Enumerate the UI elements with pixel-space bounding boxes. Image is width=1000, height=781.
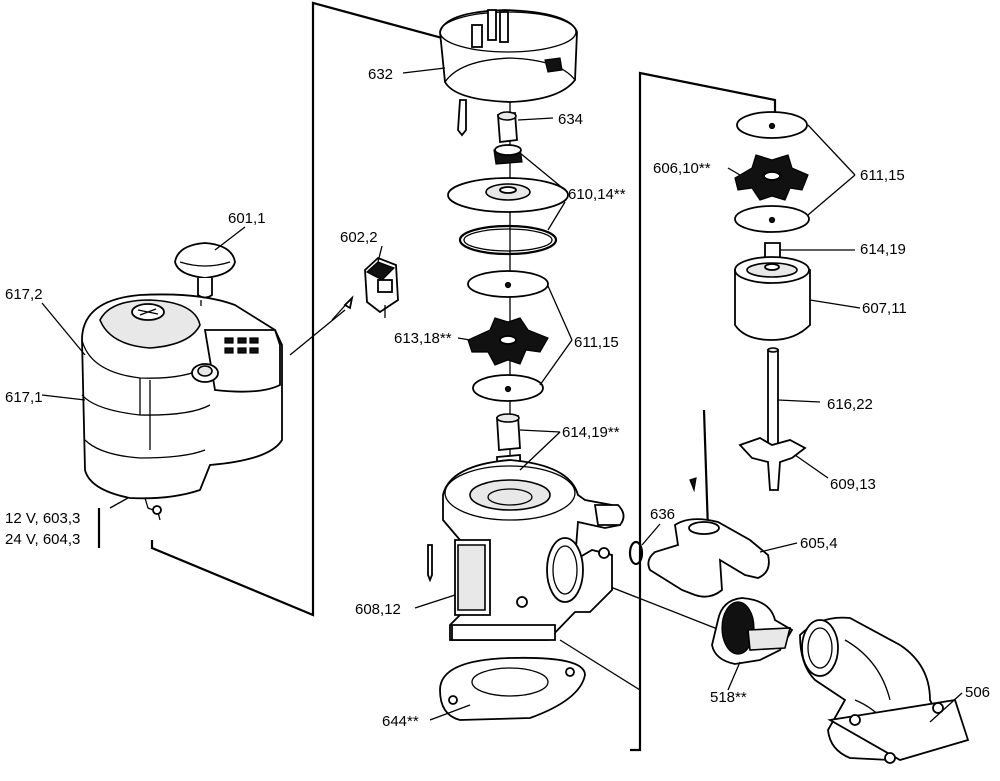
part-labels: 632 634 610,14** 601,1 602,2 617,2 617,1…	[5, 66, 990, 730]
label-607-11: 607,11	[862, 300, 907, 317]
label-610-14: 610,14**	[568, 186, 626, 203]
knob-part-601	[174, 242, 236, 306]
cover-part-632	[439, 9, 578, 137]
bushing-part-634	[497, 111, 518, 144]
label-617-2: 617,2	[5, 286, 43, 303]
label-634: 634	[558, 111, 583, 128]
oring-part-636	[628, 540, 644, 566]
label-605-4: 605,4	[800, 535, 838, 552]
gasket-part-644	[439, 656, 586, 721]
label-644: 644**	[382, 713, 419, 730]
label-614-19-right: 614,19	[860, 241, 906, 258]
impeller-kit-right	[734, 111, 810, 233]
label-616-22: 616,22	[827, 396, 873, 413]
elbow-part-506	[799, 616, 970, 764]
label-604-3: 24 V, 604,3	[5, 531, 80, 548]
switch-part-602	[331, 256, 399, 321]
seal-kit-610	[447, 144, 569, 256]
label-506: 506	[965, 684, 990, 701]
label-603-3: 12 V, 603,3	[5, 510, 80, 527]
label-617-1: 617,1	[5, 389, 43, 406]
label-518: 518**	[710, 689, 747, 706]
label-602-2: 602,2	[340, 229, 378, 246]
impeller-kit-center	[467, 270, 549, 402]
label-608-12: 608,12	[355, 601, 401, 618]
label-614-19-center: 614,19**	[562, 424, 620, 441]
fitting-part-605	[647, 409, 770, 598]
label-611-15-center: 611,15	[574, 334, 619, 351]
shaft-part-616	[767, 347, 779, 461]
valve-part-518	[711, 597, 794, 665]
label-613-18: 613,18**	[394, 330, 452, 347]
label-611-15-right: 611,15	[860, 167, 905, 184]
leader-lines	[41, 67, 963, 723]
label-632: 632	[368, 66, 393, 83]
label-636: 636	[650, 506, 675, 523]
label-601-1: 601,1	[228, 210, 266, 227]
pump-housing-608	[427, 459, 625, 641]
cylinder-part-607	[734, 256, 811, 341]
label-609-13: 609,13	[830, 476, 876, 493]
motor-unit	[81, 293, 283, 521]
impeller-plate-609	[738, 437, 807, 491]
sleeve-part-614-b	[764, 242, 781, 259]
label-606-10: 606,10**	[653, 160, 711, 177]
